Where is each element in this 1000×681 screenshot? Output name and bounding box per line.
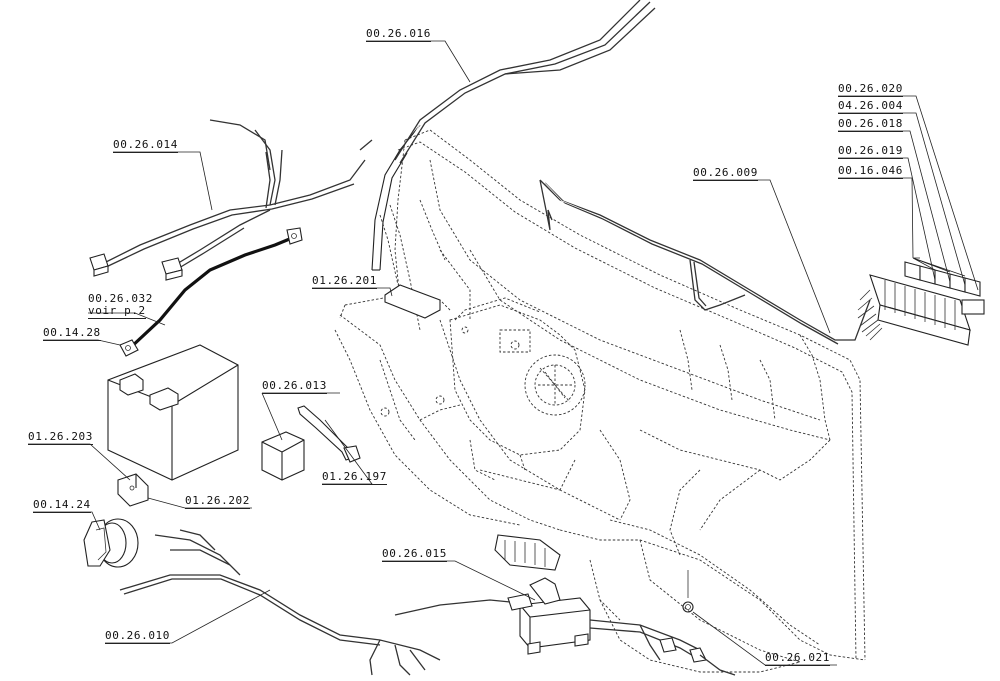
- bracket-01-26-201: [384, 284, 441, 319]
- label-04-26-004: 04.26.004: [838, 99, 904, 114]
- wire-00-26-016: [394, 0, 656, 164]
- battery-bracket: [117, 473, 149, 507]
- label-00-26-013: 00.26.013: [262, 379, 328, 394]
- label-00-26-014: 00.26.014: [113, 138, 179, 153]
- connector-block-right: [857, 261, 985, 346]
- switch-00-14-24: [83, 518, 139, 568]
- label-00-26-015: 00.26.015: [382, 547, 448, 562]
- dashboard-body: [334, 129, 866, 673]
- grommet-00-26-021: [682, 570, 694, 613]
- label-00-26-019: 00.26.019: [838, 144, 904, 159]
- label-00-14-28: 00.14.28: [43, 326, 101, 341]
- wire-harness-00-26-014: [89, 119, 373, 281]
- label-01-26-203: 01.26.203: [28, 430, 94, 445]
- label-01-26-201: 01.26.201: [312, 274, 378, 289]
- label-00-16-046: 00.16.046: [838, 164, 904, 179]
- label-00-26-010: 00.26.010: [105, 629, 171, 644]
- label-00-26-009: 00.26.009: [693, 166, 759, 181]
- label-00-26-020: 00.26.020: [838, 82, 904, 97]
- label-00-26-032: 00.26.032: [88, 292, 154, 305]
- blower-unit: [380, 297, 586, 481]
- wire-00-26-009: [539, 179, 871, 345]
- battery-cable-00-26-032: [119, 227, 303, 357]
- label-voir-p2: voir p.2: [88, 304, 146, 319]
- label-01-26-202: 01.26.202: [185, 494, 251, 509]
- label-00-26-016: 00.26.016: [366, 27, 432, 42]
- label-01-26-197: 01.26.197: [322, 470, 388, 485]
- bracket-01-26-197: [297, 405, 361, 463]
- label-00-26-018: 00.26.018: [838, 117, 904, 132]
- label-00-14-24: 00.14.24: [33, 498, 91, 513]
- relay-00-26-013: [261, 431, 305, 481]
- module-00-26-015: [394, 534, 736, 676]
- air-duct-hose: [371, 124, 421, 271]
- battery-00-14-28: [107, 344, 239, 481]
- label-00-26-021: 00.26.021: [765, 651, 831, 666]
